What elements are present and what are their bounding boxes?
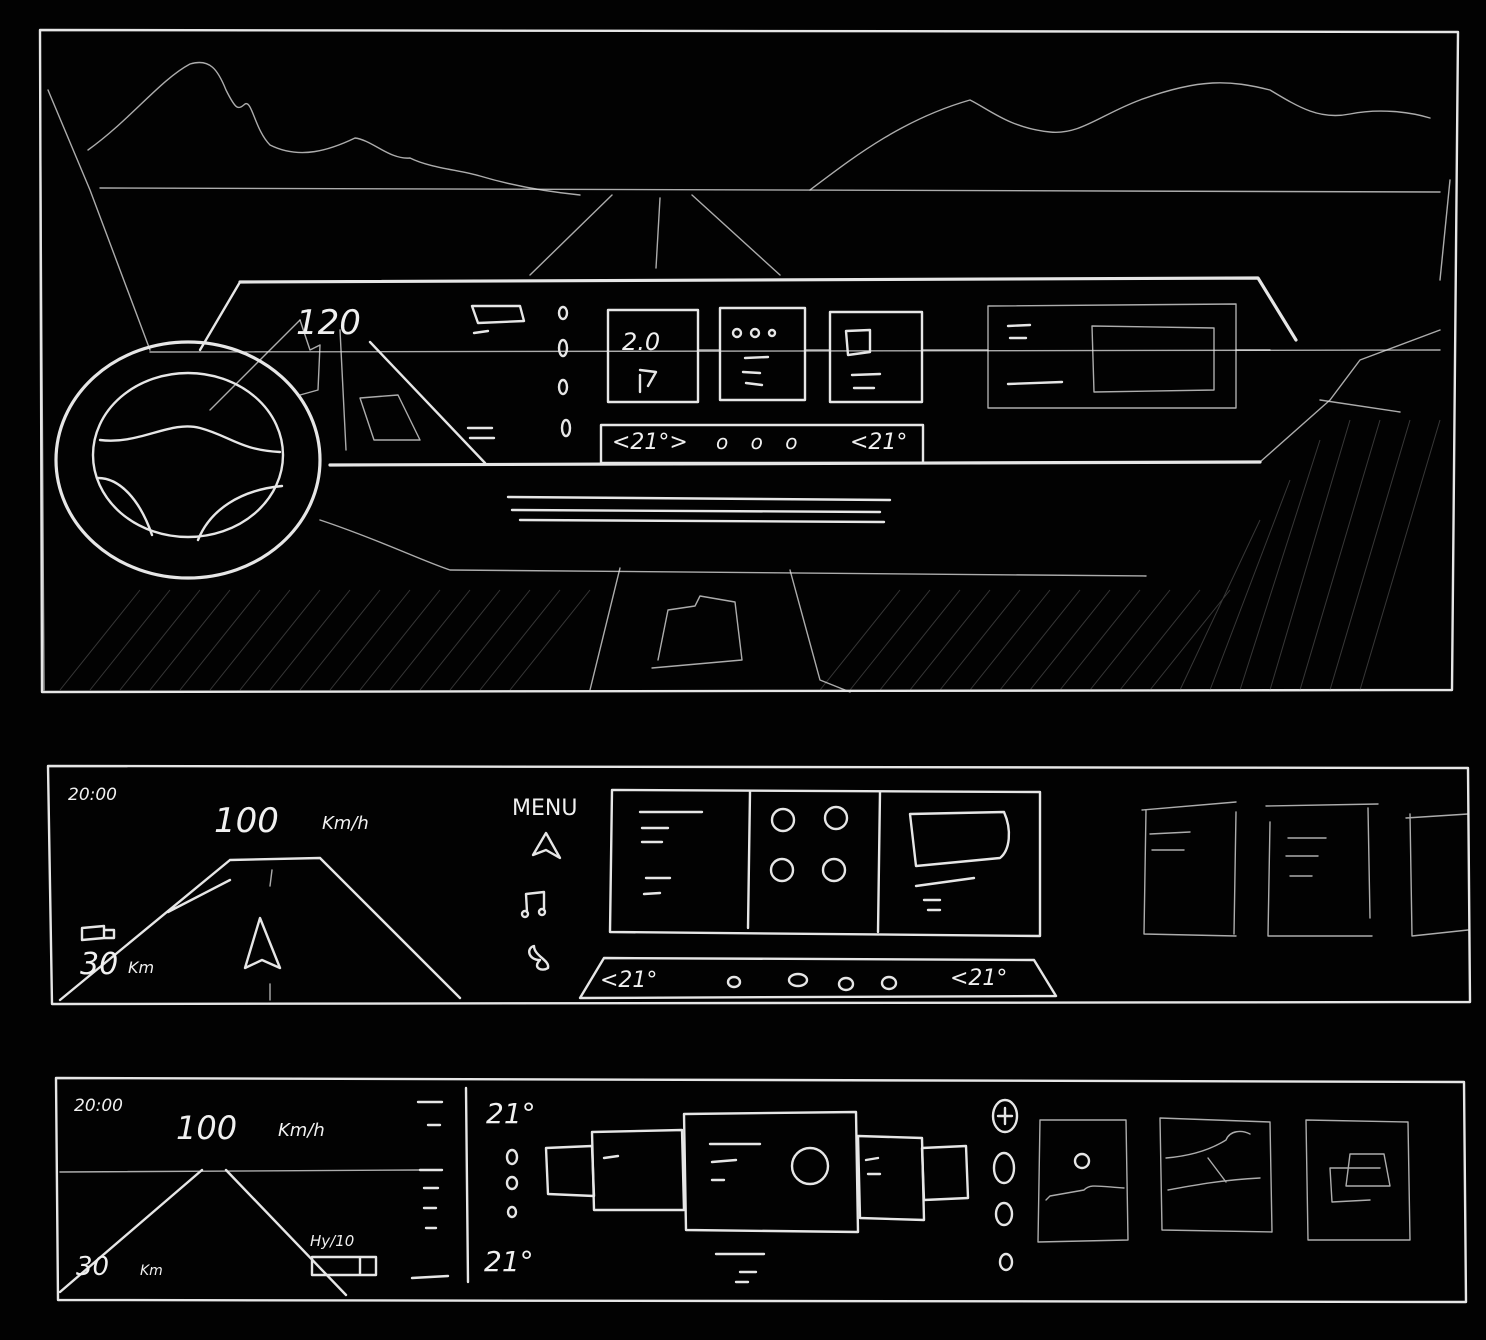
concept-b-speed: 100 (176, 1109, 238, 1147)
concept-a-climate-left[interactable]: <21° (600, 968, 658, 993)
road (47, 89, 1451, 351)
temp-bottom[interactable]: 21° (484, 1245, 534, 1278)
concept-a-range: 30 (80, 947, 119, 982)
concept-b-range-unit: Km (140, 1263, 163, 1279)
mountains (87, 61, 1441, 196)
concept-a-frame (46, 764, 1472, 1006)
scene-climate-dots[interactable]: o o o (716, 430, 806, 454)
scene-frame (38, 28, 1460, 694)
concept-a-range-unit: Km (128, 958, 155, 977)
ground-hatching (59, 419, 1441, 693)
scene-speed: 120 (296, 303, 361, 343)
concept-a-speed-unit: Km/h (322, 813, 369, 834)
scene-climate-right[interactable]: <21° (850, 430, 908, 455)
scene-climate-left[interactable]: <21°> (612, 430, 688, 455)
side-dots (557, 305, 572, 438)
concept-a-time: 20:00 (68, 785, 117, 805)
concept-a-climate-right[interactable]: <21° (950, 966, 1008, 991)
concept-b-range: 30 (76, 1252, 110, 1282)
menu-label[interactable]: MENU (512, 796, 578, 821)
scene-nav-distance: 2.0 (622, 328, 661, 356)
concept-b-speed-unit: Km/h (278, 1120, 325, 1141)
center-screens (470, 303, 1271, 465)
temp-top[interactable]: 21° (486, 1097, 536, 1130)
concept-b-time: 20:00 (74, 1096, 123, 1116)
battery-label: Hy/10 (310, 1232, 355, 1250)
concept-a-speed: 100 (214, 801, 279, 841)
steering-wheel (54, 319, 322, 580)
concept-b-frame (54, 1076, 1468, 1304)
